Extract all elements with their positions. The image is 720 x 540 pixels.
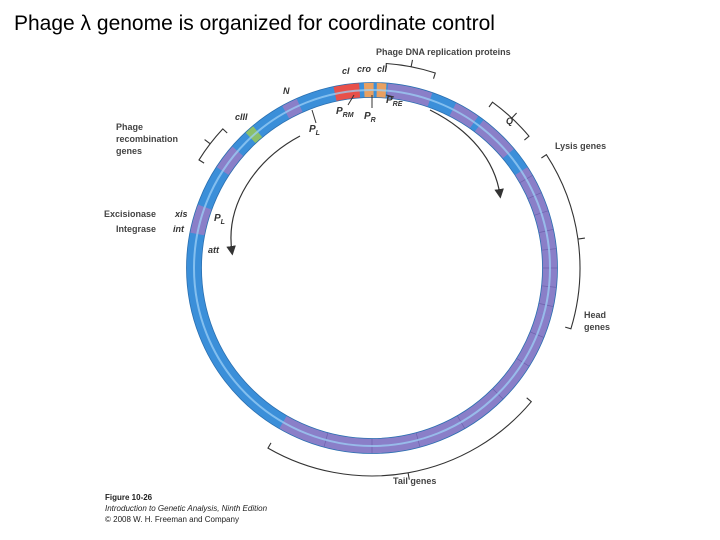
replication-bracket [385,59,436,79]
recombination-genes-label: Phage recombination genes [116,122,181,156]
tail-genes-segment [279,312,552,454]
gene-label-cIII: cIII [235,112,248,122]
promoter-label-pre: PRE [386,95,403,108]
gene-label-cro: cro [357,64,372,74]
head-genes-segment [514,167,558,317]
genome-ring-outline-outer [186,82,558,454]
lysis-bracket [488,101,530,141]
book-title: Introduction to Genetic Analysis, Ninth … [105,504,268,513]
recombination-bracket [198,128,228,164]
promoter-label-pl-top: PL [309,124,320,137]
gene-label-cII: cII [377,64,388,74]
promoter-label-pr: PR [364,111,376,124]
gene-label-Q: Q [506,116,513,126]
pr-transcription-arrow [429,109,504,199]
excisionase-label: Excisionase [104,209,156,219]
promoter-pointers [311,94,395,124]
tail-bracket [267,397,533,480]
promoter-label-pl-side: PL [214,213,225,226]
gene-label-N: N [283,86,290,96]
gene-label-att: att [208,245,220,255]
replication-proteins-label: Phage DNA replication proteins [376,47,511,57]
copyright-line: © 2008 W. H. Freeman and Company [105,515,239,524]
tail-genes-label: Tail genes [393,476,436,486]
head-bracket [541,153,585,330]
pl-transcription-arrow [226,135,301,256]
figure-caption: Figure 10-26 Introduction to Genetic Ana… [105,492,267,525]
genome-ring-outline-inner [201,97,543,439]
head-genes-label: Head genes [584,310,610,332]
integrase-label: Integrase [116,224,156,234]
slide-title: Phage λ genome is organized for coordina… [14,12,495,35]
genome-ring-highlight [193,89,551,447]
gene-label-int: int [173,224,185,234]
gene-label-xis: xis [174,209,188,219]
lysis-genes-label: Lysis genes [555,141,606,151]
figure-number: Figure 10-26 [105,493,153,502]
promoter-label-prm: PRM [336,106,354,119]
gene-label-cI: cI [342,66,350,76]
